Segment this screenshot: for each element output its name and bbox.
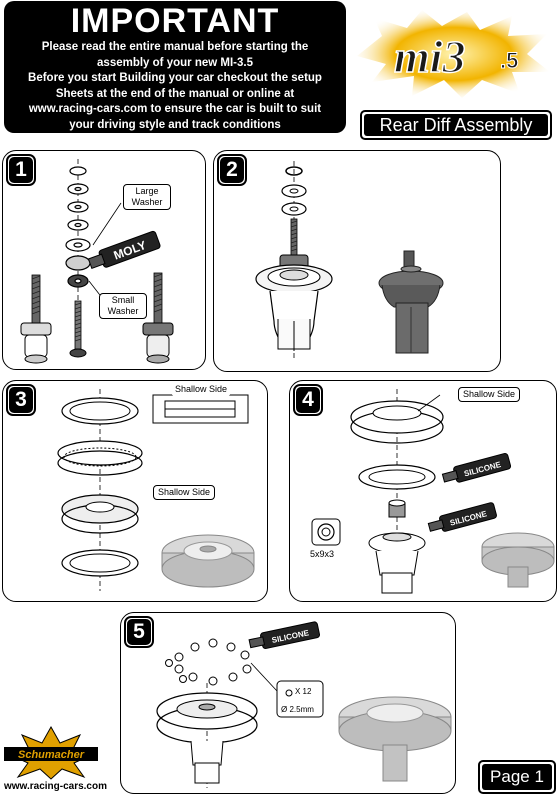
step-3-number: 3 — [6, 384, 36, 416]
section-title-box: Rear Diff Assembly — [360, 110, 552, 140]
step-2-panel: 2 — [213, 150, 501, 372]
step-1-panel: 1 — [2, 150, 206, 370]
logo-sub: .5 — [500, 48, 518, 73]
mi35-logo: mi3 .5 — [357, 10, 550, 98]
notice-line: Before you start Building your car check… — [28, 72, 322, 84]
brand-text: Schumacher — [18, 749, 85, 761]
silicone-tube-icon: SILICONE — [441, 452, 512, 483]
logo-text: mi3 — [394, 31, 466, 82]
section-title: Rear Diff Assembly — [364, 114, 548, 136]
step-3-illustration — [57, 389, 255, 591]
label-line: Washer — [107, 306, 139, 316]
page-number-box: Page 1 — [478, 760, 556, 794]
important-text: Please read the entire manual before sta… — [4, 40, 346, 133]
shallow-side-label-mid: Shallow Side — [153, 485, 216, 500]
notice-line: assembly of your new MI-3.5 — [97, 56, 253, 69]
label-line: Small — [111, 295, 135, 305]
step-5-number: 5 — [124, 616, 154, 648]
silicone-tube-icon: SILICONE — [427, 502, 497, 532]
label-line: Large — [135, 186, 159, 196]
step-1-illustration: MOLY — [20, 159, 174, 364]
shallow-side-label-top: Shallow Side — [171, 383, 232, 396]
bearing-size-label: 5x9x3 — [310, 549, 335, 559]
step-5-illustration: SILICONE — [156, 621, 452, 788]
balls-ring — [165, 638, 252, 686]
small-washer-label: Small Washer — [99, 293, 147, 319]
step-1-number: 1 — [6, 154, 36, 186]
important-heading: IMPORTANT — [70, 2, 280, 40]
step-5-panel: 5 SILICONE X 12 Ø 2.5mm — [120, 612, 456, 794]
step-2-illustration — [255, 161, 444, 361]
washer-stack — [65, 166, 91, 288]
page-number: Page 1 — [482, 764, 552, 790]
silicone-tube-icon: SILICONE — [248, 621, 320, 650]
notice-line: your driving style and track conditions — [69, 118, 281, 131]
schumacher-logo: Schumacher — [4, 725, 98, 780]
step-4-illustration: SILICONE SILICONE — [311, 389, 555, 594]
balls-count: X 12 — [295, 687, 312, 696]
step-4-number: 4 — [293, 384, 323, 416]
notice-line: Please read the entire manual before sta… — [41, 41, 309, 53]
step-3-panel: 3 Shallow Side Shallow Side — [2, 380, 268, 602]
important-notice: IMPORTANT Please read the entire manual … — [4, 1, 346, 133]
notice-line: Sheets at the end of the manual or onlin… — [55, 87, 295, 100]
step-2-number: 2 — [217, 154, 247, 186]
large-washer-label: Large Washer — [123, 184, 171, 210]
step-4-panel: 4 SILICONE SILICONE — [289, 380, 557, 602]
shallow-side-label: Shallow Side — [458, 387, 521, 402]
label-line: Washer — [131, 197, 163, 207]
balls-size: Ø 2.5mm — [281, 705, 314, 714]
website-text: www.racing-cars.com — [4, 781, 107, 792]
notice-line: www.racing-cars.com to ensure the car is… — [28, 103, 322, 115]
